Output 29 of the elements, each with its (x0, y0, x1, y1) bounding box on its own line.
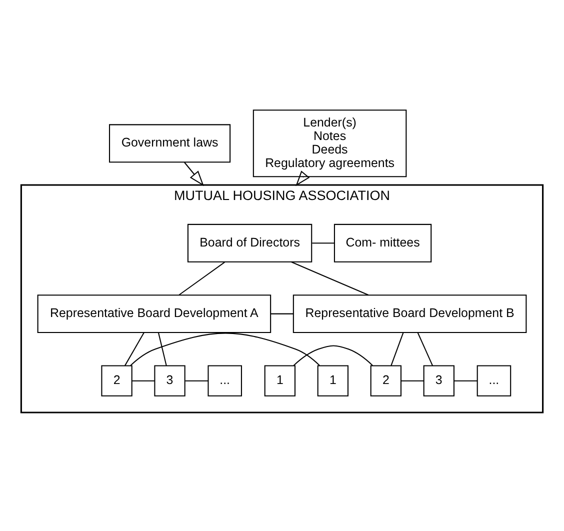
connector (401, 380, 424, 382)
node-box: 1 (264, 365, 296, 396)
connector (454, 380, 478, 382)
connector (158, 332, 167, 366)
node-box: ... (476, 365, 512, 396)
node-box: 1 (317, 365, 348, 396)
node-box: 2 (370, 365, 402, 396)
node-box: Board of Directors (187, 224, 312, 262)
connector (293, 345, 373, 366)
connector (271, 313, 294, 314)
connector (132, 380, 154, 382)
node-box: 2 (101, 365, 132, 396)
arrow (184, 162, 204, 186)
connector (291, 262, 369, 296)
node-box: Government laws (109, 124, 231, 163)
connector (312, 242, 334, 244)
node-box: 3 (154, 365, 186, 396)
arrow (296, 170, 310, 186)
connector (185, 380, 208, 382)
node-box: ... (208, 365, 242, 396)
node-box: 3 (423, 365, 454, 396)
node-box: Representative Board Development A (37, 294, 272, 334)
node-box: Com- mittees (334, 224, 432, 262)
node-box: Representative Board Development B (292, 294, 527, 334)
connector (390, 332, 404, 366)
connector (417, 332, 433, 366)
connector (130, 332, 320, 366)
connector (178, 262, 225, 296)
connector (124, 332, 144, 366)
